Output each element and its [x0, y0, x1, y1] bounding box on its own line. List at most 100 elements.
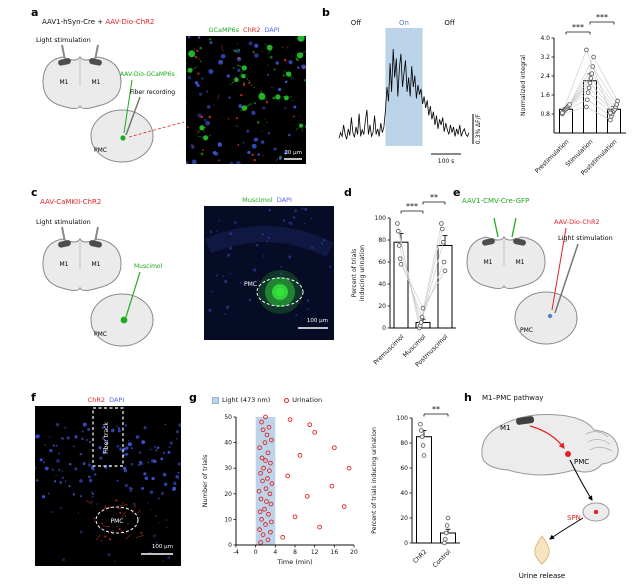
- chr2-puncta: [303, 66, 305, 69]
- dapi-nucleus: [111, 428, 115, 433]
- gcamp-process: [284, 97, 287, 102]
- data-point: [588, 76, 594, 81]
- light-stimulation-label: Light stimulation: [36, 36, 91, 44]
- gcamp-process: [205, 134, 212, 139]
- data-point: [442, 540, 447, 546]
- urination-event: [285, 473, 290, 479]
- data-point: [439, 221, 444, 226]
- data-point: [440, 239, 446, 245]
- dapi-nucleus: [262, 233, 265, 236]
- pmc-image-label: PMC: [111, 518, 124, 525]
- chr2-puncta: [186, 126, 189, 129]
- data-point: [419, 434, 425, 440]
- urination-event: [269, 519, 274, 525]
- bar: [416, 436, 432, 544]
- data-point: [590, 64, 595, 69]
- gcamp-process: [243, 73, 248, 77]
- green-injection-left: [493, 217, 499, 238]
- gcamp-puncta: [298, 114, 300, 116]
- dapi-nucleus: [35, 434, 40, 439]
- dapi-nucleus: [149, 490, 154, 495]
- dapi-nucleus: [307, 308, 310, 311]
- image-channel-label: DAPI: [264, 26, 280, 34]
- dapi-nucleus: [257, 153, 261, 156]
- chr2-puncta: [283, 59, 287, 62]
- dapi-nucleus: [297, 66, 300, 69]
- dapi-nucleus: [177, 471, 180, 474]
- chr2-puncta: [262, 154, 264, 156]
- image-channel-label: Muscimol: [242, 196, 273, 204]
- urination-event: [304, 494, 310, 499]
- x-tick-label: 8: [293, 549, 297, 556]
- significance-stars: ***: [596, 13, 608, 22]
- gcamp-puncta: [303, 78, 306, 82]
- urination-event: [265, 450, 271, 456]
- dapi-nucleus: [117, 429, 121, 433]
- dapi-nucleus: [61, 470, 63, 473]
- gcamp-process: [233, 78, 237, 81]
- y-axis-label: Normalized integral: [520, 55, 527, 116]
- dapi-nucleus: [91, 493, 94, 496]
- dapi-nucleus: [62, 558, 66, 562]
- urination-event: [268, 501, 274, 507]
- dapi-nucleus: [77, 512, 80, 514]
- y-tick-label: 20: [378, 303, 386, 310]
- subject-connector: [569, 56, 594, 105]
- data-point: [445, 515, 451, 521]
- dapi-nucleus: [194, 81, 199, 85]
- subject-connector: [399, 258, 423, 318]
- y-tick-label: 100: [397, 415, 409, 422]
- image-channel-label: DAPI: [109, 396, 125, 404]
- dapi-nucleus: [124, 424, 128, 427]
- gcamp-process: [236, 64, 245, 69]
- dapi-nucleus: [288, 60, 293, 65]
- dapi-nucleus: [262, 106, 266, 110]
- dapi-nucleus: [117, 427, 121, 430]
- dapi-nucleus: [66, 436, 70, 440]
- chr2-puncta: [200, 115, 204, 119]
- dapi-nucleus: [113, 560, 116, 563]
- dapi-nucleus: [280, 272, 283, 275]
- data-point: [396, 243, 402, 248]
- data-point: [418, 421, 423, 427]
- dapi-nucleus: [253, 137, 258, 142]
- data-point: [584, 47, 589, 53]
- data-point: [419, 314, 425, 320]
- dapi-nucleus: [306, 299, 310, 302]
- chr2-puncta: [138, 516, 141, 519]
- x-tick-label: 0: [254, 549, 258, 556]
- dapi-nucleus: [289, 221, 293, 225]
- dapi-nucleus: [254, 53, 259, 58]
- dapi-nucleus: [49, 448, 53, 453]
- data-point: [398, 261, 404, 267]
- y-tick-label: 20: [400, 515, 408, 522]
- x-tick-label: 16: [331, 549, 339, 556]
- urination-event: [297, 453, 303, 458]
- gcamp-puncta: [281, 46, 284, 48]
- panel-g-legend: Light (473 nm) Urination: [212, 396, 322, 404]
- gcamp-process: [295, 125, 302, 131]
- dapi-nucleus: [328, 265, 332, 269]
- subject-connector: [591, 73, 617, 108]
- dapi-nucleus: [79, 452, 83, 456]
- urination-event: [257, 509, 263, 515]
- chr2-fiber: [253, 50, 255, 54]
- panel-h-title: M1–PMC pathway: [482, 394, 544, 402]
- dapi-nucleus: [125, 446, 129, 450]
- chr2-puncta: [115, 499, 118, 502]
- dapi-nucleus: [106, 441, 109, 445]
- dapi-nucleus: [284, 107, 287, 110]
- gcamp-process: [282, 95, 287, 99]
- dapi-nucleus: [321, 242, 324, 245]
- gcamp-process: [300, 37, 304, 42]
- chr2-fiber: [196, 128, 200, 133]
- pmc-label: PMC: [520, 327, 533, 334]
- dapi-nucleus: [322, 239, 326, 242]
- data-point: [397, 256, 403, 261]
- dapi-nucleus: [81, 437, 84, 440]
- gcamp-process: [288, 73, 292, 80]
- dapi-nucleus: [141, 486, 144, 490]
- y-tick-label: 4.0: [540, 35, 550, 42]
- m1-region-right: [89, 58, 102, 66]
- dapi-nucleus: [175, 475, 179, 479]
